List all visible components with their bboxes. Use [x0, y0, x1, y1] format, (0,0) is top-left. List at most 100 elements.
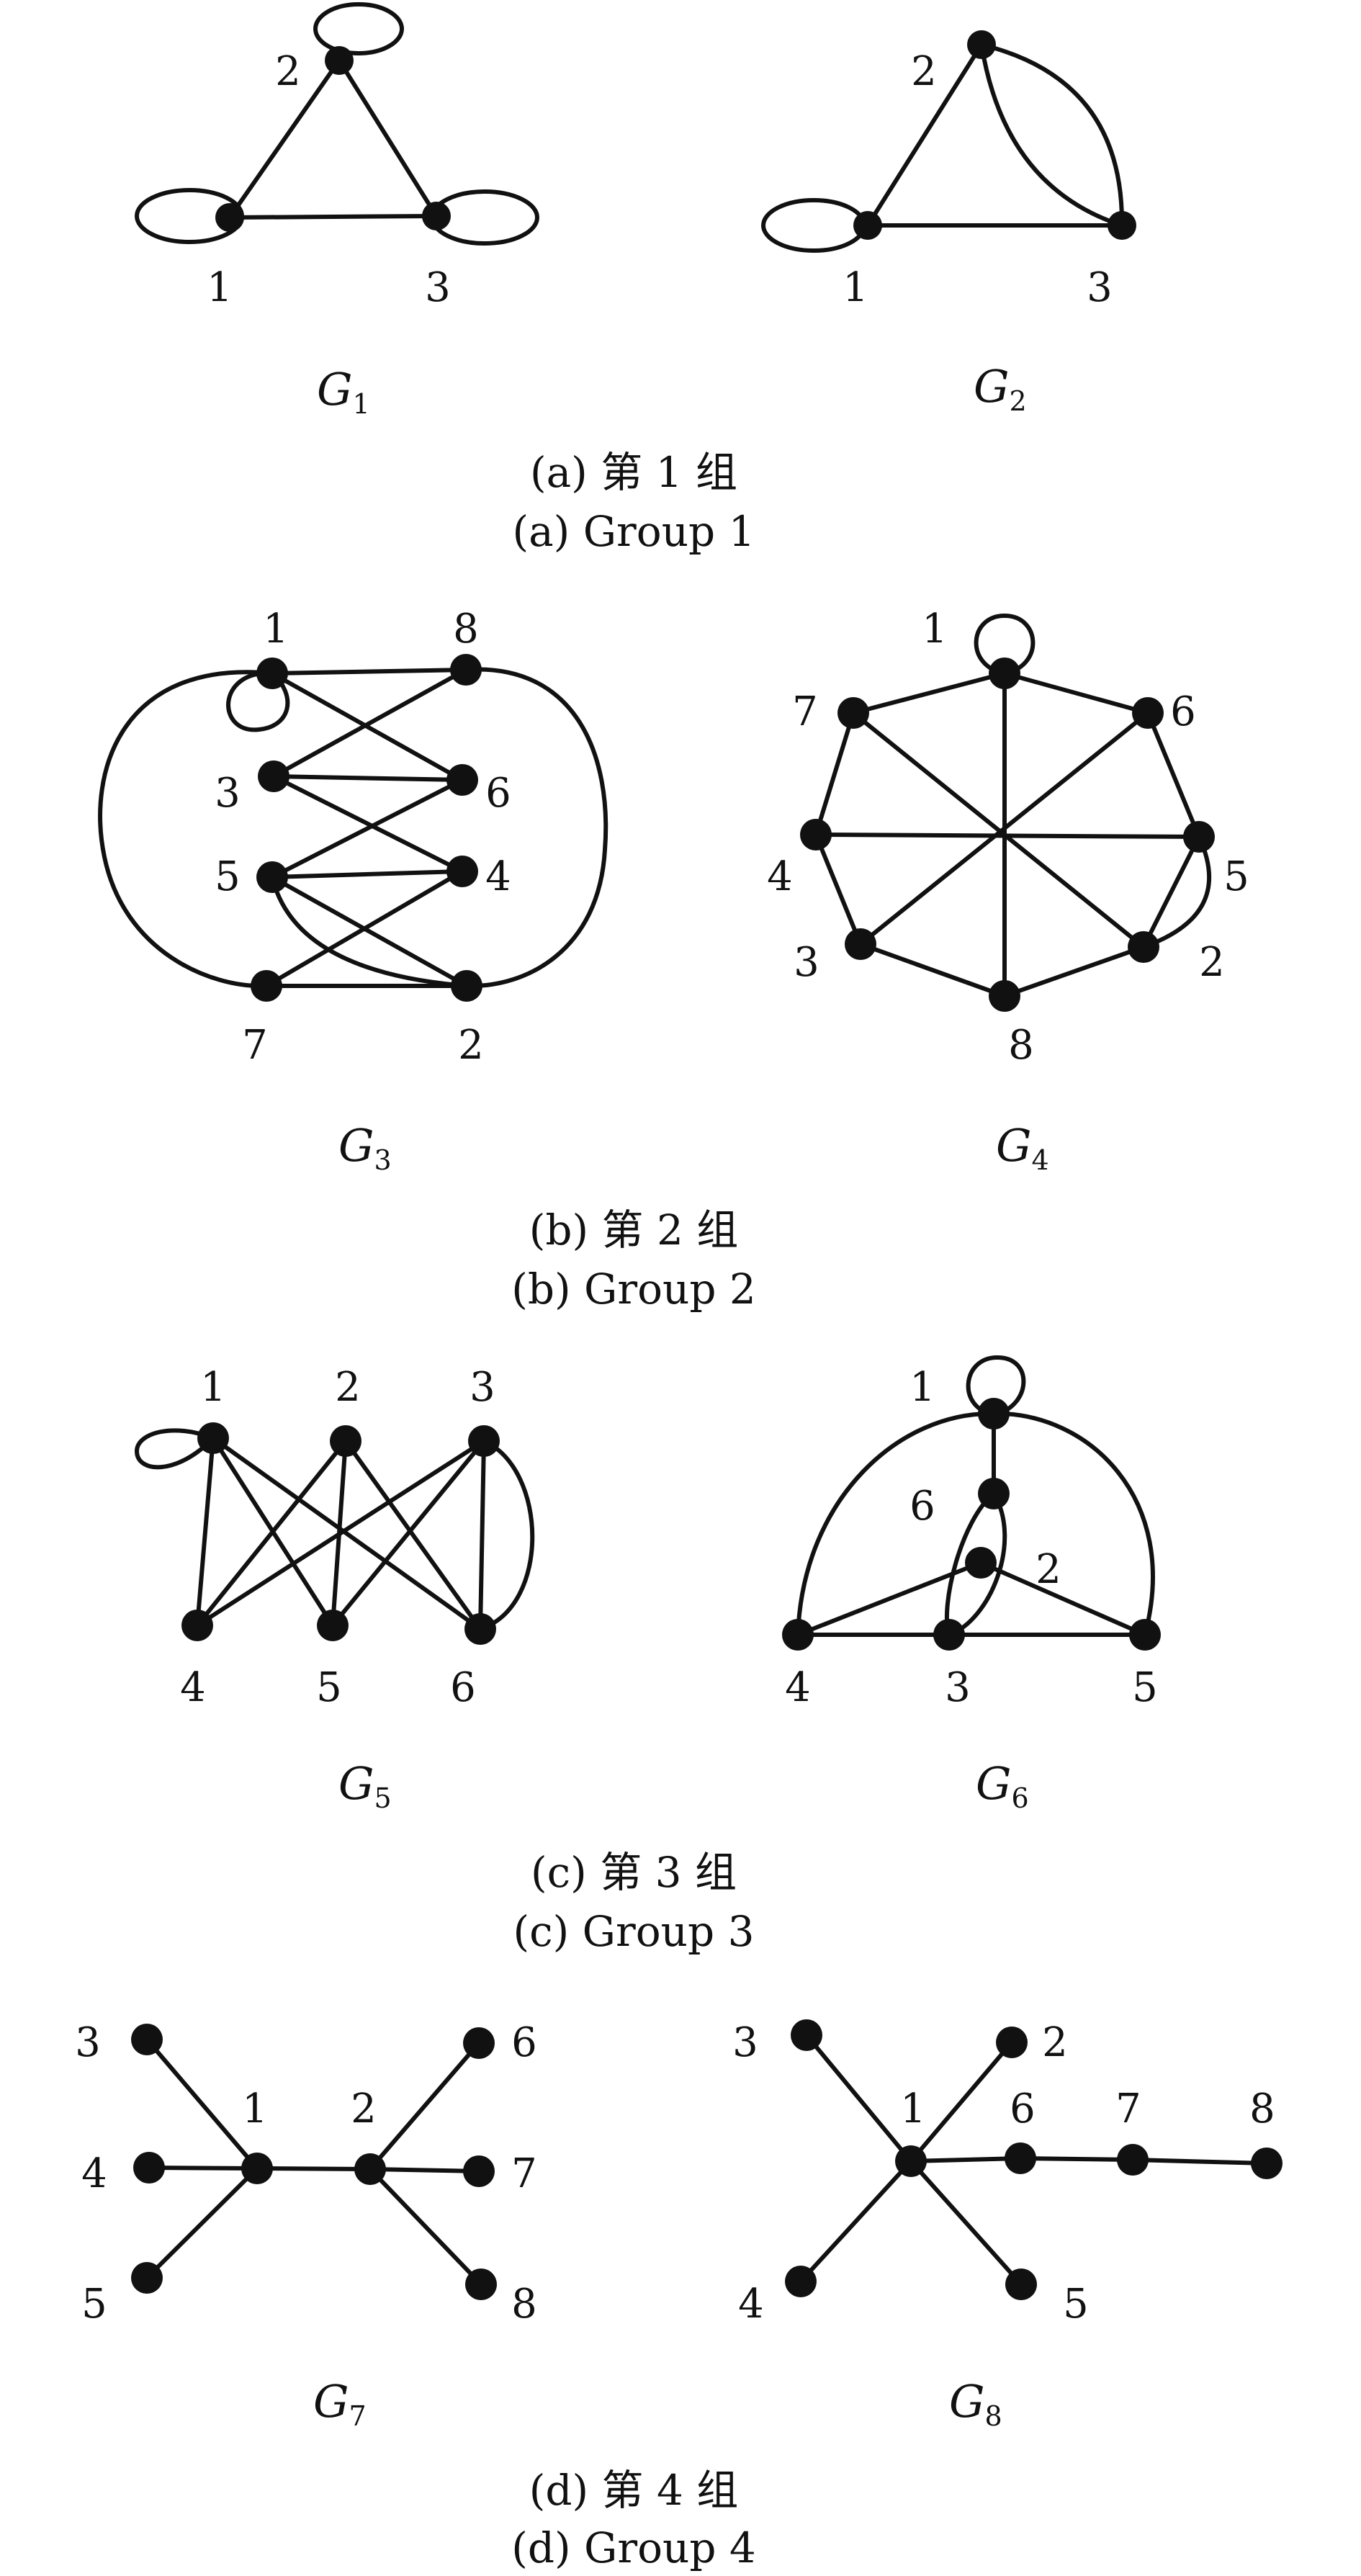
vertex-label: 4 [738, 2281, 764, 2328]
group-3: 1 2 3 4 5 6 G5 1 6 [134, 1355, 1161, 1956]
edge-g5-3-4 [195, 1439, 486, 1628]
node-g7-2 [354, 2153, 386, 2185]
edge-g7-2-6 [368, 2041, 481, 2171]
node-g8-7 [1117, 2144, 1149, 2176]
graph-g5: 1 2 3 4 5 6 G5 [134, 1364, 535, 1814]
node-g3-8 [450, 654, 482, 686]
graph-name-letter: G [313, 2375, 349, 2428]
vertex-label: 6 [450, 1664, 476, 1711]
graph-name-subscript: 8 [985, 2400, 1002, 2432]
edge-g6-1-4 [796, 1411, 996, 1637]
node-g5-2 [330, 1425, 361, 1457]
edge-g5-3-6-curved [478, 1439, 535, 1631]
vertex-label: 3 [470, 1364, 495, 1411]
edge-g3-1-8 [270, 668, 468, 676]
edge-loop-g5-1 [134, 1428, 215, 1470]
vertex-label: 2 [351, 2086, 377, 2132]
node-g6-4 [782, 1619, 814, 1651]
edge-g3-8-2 [464, 667, 608, 989]
node-g3-2 [451, 970, 482, 1002]
edge-loop-g1-2 [313, 2, 404, 55]
edge-loop-g3-1 [226, 670, 290, 732]
edge-g6-1-5 [992, 1411, 1155, 1637]
vertex-label: 2 [1042, 2019, 1068, 2066]
graph-g4: 1 6 5 2 8 3 4 7 G4 [767, 606, 1249, 1176]
edge-g3-3-4 [271, 774, 464, 874]
graph-name-letter: G [338, 1119, 374, 1172]
edge-g3-6-5 [270, 778, 464, 879]
vertex-label: 2 [1036, 1546, 1061, 1593]
graph-name-subscript: 1 [353, 388, 370, 420]
group-1-caption-cn: (a) 第 1 组 [530, 448, 737, 497]
node-g5-5 [317, 1610, 349, 1641]
edge-g7-2-8 [368, 2167, 483, 2286]
node-g7-8 [465, 2268, 497, 2300]
vertex-label: 7 [511, 2150, 537, 2197]
edge-g5-3-6 [478, 1439, 486, 1631]
node-g4-2 [1128, 931, 1159, 963]
vertex-label: 8 [1249, 2086, 1275, 2132]
graph-name-letter: G [976, 1757, 1012, 1810]
edge-g7-1-5 [145, 2166, 259, 2280]
edge-g2-2-3-inner [979, 42, 1124, 228]
node-g1-1 [215, 203, 244, 232]
node-g6-2 [965, 1547, 997, 1579]
edge-g3-5-4 [270, 869, 464, 879]
vertex-label: 7 [792, 688, 818, 735]
group-2: 1 8 3 6 5 4 7 2 G3 [98, 606, 1249, 1314]
graph-g7: 3 4 5 1 2 6 7 8 G7 [75, 2019, 537, 2432]
vertex-label: 8 [511, 2281, 537, 2328]
edge-g4-5-2 [1141, 835, 1201, 949]
node-g3-7 [251, 970, 282, 1002]
vertex-label: 4 [81, 2150, 107, 2197]
vertex-label: 6 [1010, 2086, 1036, 2132]
graph-name-g4: G4 [996, 1119, 1049, 1176]
graph-name-g3: G3 [338, 1119, 392, 1176]
node-g7-6 [463, 2027, 495, 2059]
node-g6-6 [978, 1478, 1010, 1509]
edge-g1-2-3 [337, 58, 439, 218]
vertex-label: 1 [200, 1364, 226, 1411]
graph-name-letter: G [317, 363, 353, 416]
node-g4-8 [989, 980, 1020, 1012]
node-g1-2 [325, 46, 354, 75]
graph-g3: 1 8 3 6 5 4 7 2 G3 [98, 606, 608, 1176]
graph-name-subscript: 3 [374, 1144, 392, 1176]
node-g8-1 [895, 2145, 927, 2177]
node-g5-1 [197, 1422, 229, 1454]
vertex-label: 6 [1170, 688, 1196, 735]
node-g4-4 [800, 819, 832, 851]
edge-loop-g4-1 [974, 613, 1036, 676]
vertex-label: 2 [1199, 939, 1225, 986]
node-g3-4 [446, 856, 478, 887]
node-g7-4 [133, 2152, 165, 2184]
vertex-label: 6 [909, 1483, 935, 1530]
edge-loop-g6-1 [966, 1355, 1026, 1416]
vertex-label: 2 [275, 48, 301, 95]
edge-g4-3-4 [814, 833, 863, 946]
vertex-label: 1 [922, 606, 948, 652]
group-3-caption-en: (c) Group 3 [513, 1907, 755, 1956]
vertex-label: 5 [215, 853, 241, 900]
graph-name-letter: G [996, 1119, 1032, 1172]
edge-g3-5-2-curved [270, 875, 469, 988]
edge-g1-1-3 [228, 214, 439, 220]
graph-name-letter: G [974, 360, 1010, 413]
vertex-label: 3 [1087, 264, 1113, 311]
node-g7-5 [131, 2262, 163, 2294]
node-g6-1 [978, 1398, 1010, 1430]
group-4-caption-en: (d) Group 4 [511, 2523, 756, 2572]
edge-g5-2-6 [343, 1439, 482, 1631]
edge-g6-2-4 [796, 1561, 983, 1637]
vertex-label: 4 [485, 853, 511, 900]
vertex-label: 5 [316, 1664, 342, 1711]
edge-g5-3-5 [331, 1439, 486, 1628]
node-g1-3 [422, 202, 451, 230]
edge-g1-1-2 [228, 58, 341, 220]
vertex-label: 3 [75, 2019, 101, 2066]
edge-g3-4-7 [264, 869, 464, 988]
vertex-label: 1 [263, 606, 289, 652]
edge-g4-5-2-curved [1141, 835, 1211, 949]
group-4: 3 4 5 1 2 6 7 8 G7 3 [75, 2019, 1283, 2572]
